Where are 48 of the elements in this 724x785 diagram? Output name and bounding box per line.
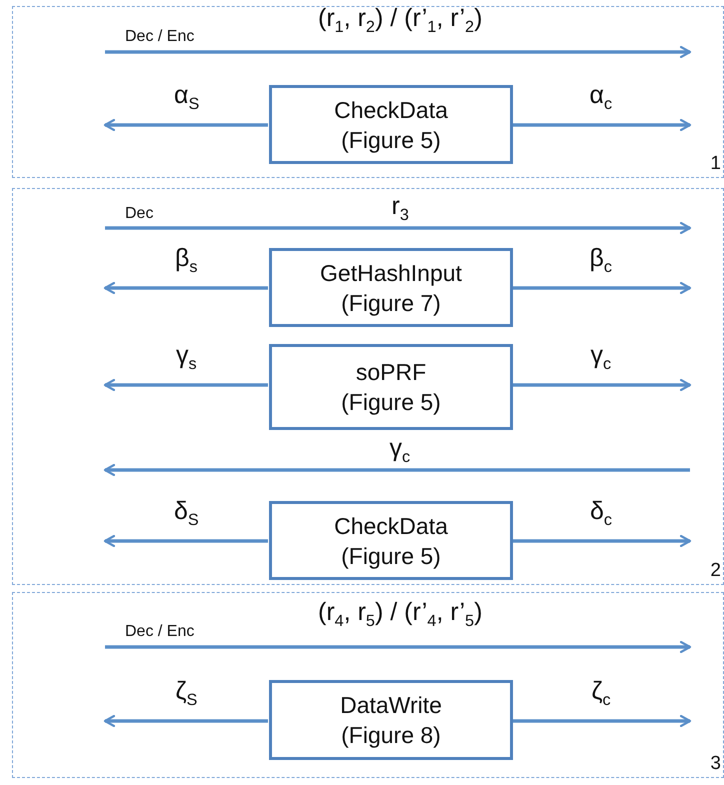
arrow <box>104 118 268 132</box>
section-frame <box>12 592 724 778</box>
figure-reference: (Figure 5) <box>341 388 441 417</box>
edge-label: ζ$_{S}$ <box>176 677 198 710</box>
arrow <box>512 714 692 728</box>
message-label: γ$_{c}$ <box>390 434 410 467</box>
figure-reference: (Figure 8) <box>341 721 441 750</box>
section-number: 2 <box>710 560 721 582</box>
edge-label: α$_{S}$ <box>174 81 200 114</box>
function-name: DataWrite <box>340 691 442 720</box>
arrow <box>104 282 268 294</box>
process-box <box>269 344 513 430</box>
edge-label: γ$_{s}$ <box>176 341 197 374</box>
section-number: 1 <box>710 153 721 175</box>
figure-reference: (Figure 5) <box>341 542 441 570</box>
edge-label: δ$_{S}$ <box>174 497 199 530</box>
edge-label: β$_{s}$ <box>175 244 198 277</box>
function-name: CheckData <box>334 96 448 124</box>
function-name: GetHashInput <box>320 258 462 288</box>
mode-label: Dec <box>125 205 154 223</box>
message-label: (r$_{1}$, r$_{2}$) / (r’$_{1}$, r’$_{2}$) <box>318 4 482 37</box>
arrow <box>104 378 268 392</box>
edge-label: β$_{c}$ <box>590 244 612 277</box>
mode-label: Dec / Enc <box>125 28 194 46</box>
process-box <box>269 680 513 760</box>
section-number: 3 <box>710 753 721 775</box>
edge-label: δ$_{c}$ <box>590 497 612 530</box>
arrow <box>104 534 268 548</box>
arrow <box>104 714 268 728</box>
arrow <box>512 534 692 548</box>
mode-label: Dec / Enc <box>125 623 194 641</box>
arrow <box>512 378 692 392</box>
message-label: r$_{3}$ <box>392 192 409 225</box>
arrow <box>512 118 692 132</box>
process-box <box>269 85 513 164</box>
process-box <box>269 248 513 327</box>
process-box <box>269 501 513 580</box>
section-frame <box>12 6 724 178</box>
edge-label: γ$_{c}$ <box>590 341 612 374</box>
edge-label: ζ$_{c}$ <box>592 677 611 710</box>
message-label: (r$_{4}$, r$_{5}$) / (r’$_{4}$, r’$_{5}$) <box>318 598 482 631</box>
function-name: soPRF <box>356 358 426 387</box>
figure-reference: (Figure 5) <box>341 126 441 154</box>
edge-label: α$_{c}$ <box>590 81 612 114</box>
figure-reference: (Figure 7) <box>341 288 441 318</box>
section-frame <box>12 188 724 585</box>
function-name: CheckData <box>334 512 448 540</box>
arrow <box>512 282 692 294</box>
